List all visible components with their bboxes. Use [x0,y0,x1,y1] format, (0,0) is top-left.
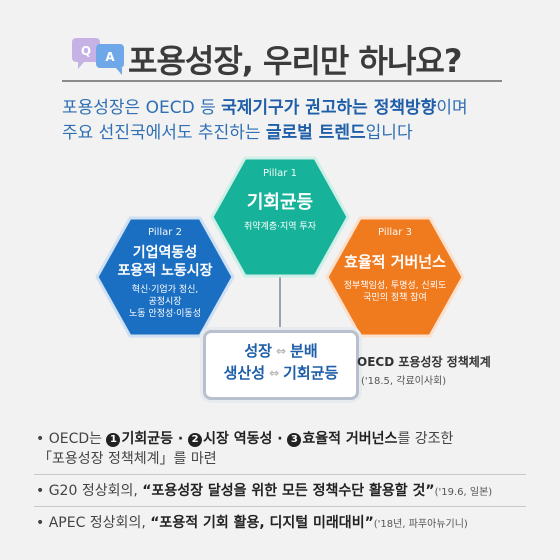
intro-line-1: 포용성장은 OECD 등 국제기구가 권고하는 정책방향이며 [62,96,512,121]
pillar-2-sub-line-1: 혁신·기업가 정신, [131,285,199,295]
bullet-apec-date: ('18년, 파푸아뉴기니) [373,519,468,530]
bullet-apec-quote: “포용적 기회 활용, 디지털 미래대비” [150,515,374,531]
intro-line1-a: 포용성장은 OECD 등 [62,98,222,118]
center-productivity: 생산성 [223,364,266,382]
intro-line-2: 주요 선진국에서도 추진하는 글로벌 트렌드입니다 [62,121,512,146]
center-row-2: 생산성⇔기회균등 [206,362,356,384]
pillar-2-title-line-2: 포용적 노동시장 [117,263,213,279]
pillar-2-sub-line-3: 노동 안정성·이동성 [129,309,201,319]
bullet-oecd-suffix: 를 강조한 [397,431,454,447]
bidirectional-arrow-icon: ⇔ [275,344,287,358]
bullet-oecd-item1: 기회균등 · [121,431,189,447]
oecd-framework-label: OECD 포용성장 정책체계 [357,355,491,369]
pillar-3-sub-line-1: 정부책임성, 투명성, 신뢰도 [343,281,447,291]
bullet-g20-prefix: • G20 정상회의, [36,483,143,499]
pillar-3-title: 효율적 거버넌스 [344,253,446,271]
intro-line2-emphasis: 글로벌 트렌드 [265,123,366,143]
pillar-3-sub: 정부책임성, 투명성, 신뢰도 국민의 정책 참여 [325,280,465,304]
intro-line2-c: 입니다 [365,123,413,143]
bidirectional-arrow-icon: ⇔ [269,366,280,380]
intro-line1-c: 이며 [436,98,468,118]
title-underline [62,80,502,82]
pillar-1: Pillar 1 기회균등 취약계층·지역 투자 [210,168,350,234]
bullet-g20-quote: “포용성장 달성을 위한 모든 정책수단 활용할 것” [142,483,435,499]
pillar-2-sub-line-2: 공정시장 [148,297,182,307]
center-distribution: 분배 [290,342,318,360]
pillar-3: Pillar 3 효율적 거버넌스 정부책임성, 투명성, 신뢰도 국민의 정책… [325,227,465,304]
pillar-1-hexagon [210,156,350,278]
pillar-1-sub: 취약계층·지역 투자 [244,222,316,232]
pillar-2-title-line-1: 기업역동성 [132,245,198,261]
center-row-1: 성장⇔분배 [206,340,356,362]
pillar-3-label: Pillar 3 [378,227,412,238]
bullet-apec-prefix: • APEC 정상회의, [36,515,151,531]
center-box: 성장⇔분배 생산성⇔기회균등 [203,330,359,400]
bullet-g20: • G20 정상회의, “포용성장 달성을 위한 모든 정책수단 활용할 것”(… [36,480,492,500]
pillar-2-sub: 혁신·기업가 정신, 공정시장 노동 안정성·이동성 [95,284,235,320]
pillar-2-label: Pillar 2 [148,227,182,238]
pillar-2-hexagon [95,216,235,338]
intro-text: 포용성장은 OECD 등 국제기구가 권고하는 정책방향이며 주요 선진국에서도… [62,96,512,146]
qa-q-letter: Q [81,44,91,58]
center-opportunity: 기회균등 [283,364,339,382]
bullet-oecd-prefix: • OECD는 [36,431,107,447]
pillar-1-label: Pillar 1 [263,168,297,179]
bullet-oecd-item2: 시장 역동성 · [203,431,288,447]
pillar-3-hexagon [325,216,465,338]
bullet-oecd-line2: 「포용성장 정책체계」를 마련 [38,451,217,467]
qa-chat-icon: Q A [72,38,124,75]
number-1-icon: 1 [106,433,121,447]
number-3-icon: 3 [287,433,302,447]
pillar-1-title: 기회균등 [246,192,314,213]
divider-2 [34,506,526,507]
center-growth: 성장 [244,342,272,360]
oecd-framework-date: ('18.5, 각료이사회) [361,376,447,387]
intro-line1-emphasis: 국제기구가 권고하는 정책방향 [221,98,437,118]
number-2-icon: 2 [188,433,203,447]
divider-1 [34,474,526,475]
page-title: 포용성장, 우리만 하나요? [128,42,462,80]
bullet-apec: • APEC 정상회의, “포용적 기회 활용, 디지털 미래대비”('18년,… [36,512,468,532]
bullet-g20-date: ('19.6, 일본) [434,487,493,498]
header: Q A 포용성장, 우리만 하나요? [0,28,560,88]
pillar-3-sub-line-2: 국민의 정책 참여 [363,293,427,303]
pillar-diagram: Pillar 1 기회균등 취약계층·지역 투자 Pillar 2 기업역동성 … [0,150,560,410]
bullet-oecd-item3: 효율적 거버넌스 [302,431,398,447]
qa-a-letter: A [105,50,115,64]
intro-line2-a: 주요 선진국에서도 추진하는 [62,123,266,143]
pillar-2-title: 기업역동성 포용적 노동시장 [95,244,235,280]
pillar-2: Pillar 2 기업역동성 포용적 노동시장 혁신·기업가 정신, 공정시장 … [95,227,235,320]
